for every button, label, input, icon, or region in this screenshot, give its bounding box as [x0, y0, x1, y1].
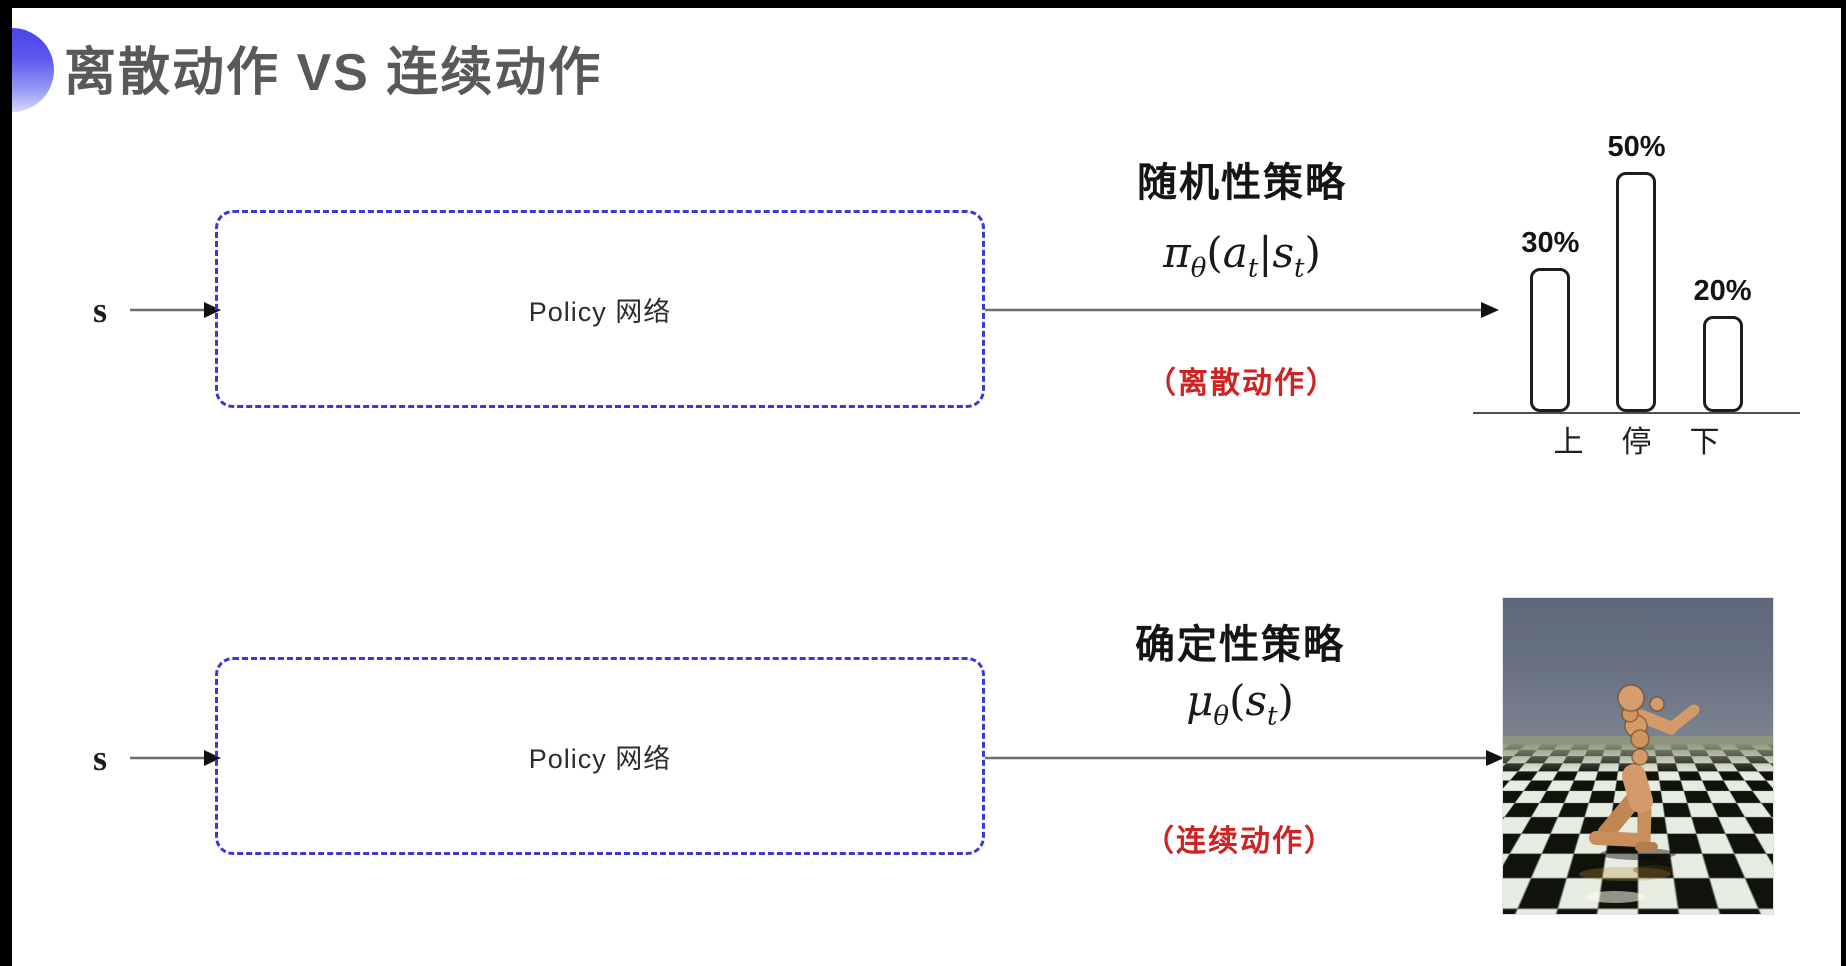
- stochastic-policy-title: 随机性策略: [1052, 150, 1432, 208]
- bar-group: 30%: [1521, 229, 1579, 412]
- bar-category-label: 上: [1549, 428, 1589, 458]
- state-input-label-top: s: [80, 292, 120, 328]
- formula-close-paren: ): [1277, 676, 1293, 725]
- arrow-state-to-policy-bottom: [128, 747, 222, 769]
- stochastic-policy-formula: πθ(at|st): [1052, 228, 1432, 283]
- continuous-action-note: （连续动作）: [1050, 816, 1430, 860]
- title-bullet-icon: [12, 28, 54, 112]
- formula-arg1: a: [1223, 228, 1248, 277]
- arrow-policy-to-output-bottom: [985, 747, 1505, 769]
- humanoid-robot-graphic: [1503, 598, 1773, 914]
- discrete-action-note: （离散动作）: [1052, 358, 1432, 402]
- bar-value-label: 20%: [1694, 277, 1752, 306]
- window-frame-left: [0, 0, 12, 966]
- formula-symbol: π: [1163, 228, 1191, 277]
- state-input-label-bottom: s: [80, 740, 120, 776]
- formula-open-paren: (: [1206, 228, 1222, 277]
- window-frame-right: [1841, 0, 1846, 966]
- arrow-policy-to-output-top: [985, 299, 1500, 321]
- bar-category-label: 下: [1685, 428, 1725, 458]
- formula-arg1: s: [1245, 676, 1267, 725]
- mujoco-humanoid-image: [1502, 597, 1774, 915]
- slide-title: 离散动作 VS 连续动作: [64, 30, 602, 105]
- bar-value-label: 50%: [1607, 133, 1665, 162]
- deterministic-policy-formula: μθ(st): [1050, 676, 1430, 731]
- formula-arg1-sub: t: [1267, 701, 1277, 731]
- action-probability-bar-chart: 30% 50% 20% 上 停 下: [1473, 98, 1800, 458]
- formula-open-paren: (: [1229, 676, 1245, 725]
- formula-conditional-bar: |: [1258, 228, 1272, 277]
- window-frame-top: [0, 0, 1846, 8]
- bar-group: 50%: [1607, 133, 1665, 412]
- bar-group: 20%: [1694, 277, 1752, 412]
- deterministic-policy-title: 确定性策略: [1050, 612, 1430, 670]
- formula-symbol-sub: θ: [1213, 701, 1229, 731]
- policy-network-label-top: Policy 网络: [529, 290, 672, 329]
- bar-chart-bars: 30% 50% 20%: [1473, 98, 1800, 412]
- formula-symbol-sub: θ: [1191, 253, 1207, 283]
- formula-arg2-sub: t: [1294, 253, 1304, 283]
- bar-value-label: 30%: [1521, 229, 1579, 258]
- bar-chart-categories: 上 停 下: [1473, 428, 1800, 458]
- formula-symbol: μ: [1186, 676, 1213, 725]
- bar: [1703, 316, 1743, 412]
- formula-arg1-sub: t: [1248, 253, 1258, 283]
- bar: [1616, 172, 1656, 412]
- policy-network-label-bottom: Policy 网络: [529, 737, 672, 776]
- bar-chart-baseline: [1473, 412, 1800, 414]
- formula-arg2: s: [1272, 228, 1294, 277]
- bar-category-label: 停: [1617, 428, 1657, 458]
- arrow-state-to-policy-top: [128, 299, 222, 321]
- policy-network-box-top: Policy 网络: [215, 210, 985, 408]
- policy-network-box-bottom: Policy 网络: [215, 657, 985, 855]
- formula-close-paren: ): [1304, 228, 1320, 277]
- bar: [1530, 268, 1570, 412]
